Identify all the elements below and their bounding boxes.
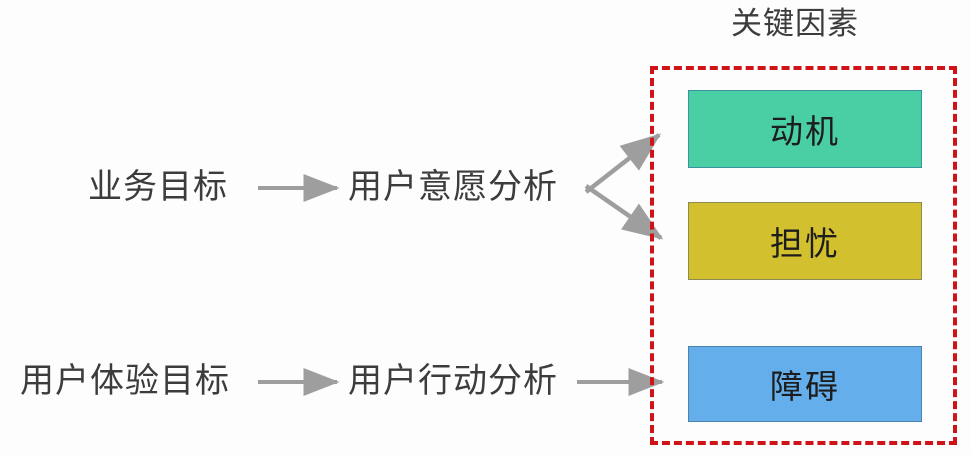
node-business-goal: 业务目标 bbox=[88, 168, 228, 206]
dashed-group-frame bbox=[650, 66, 957, 445]
factor-label-motivation: 动机 bbox=[770, 113, 840, 150]
factor-label-obstacle: 障碍 bbox=[770, 368, 840, 405]
factor-box-motivation: 动机 bbox=[688, 90, 922, 168]
factor-label-concern: 担忧 bbox=[770, 225, 840, 262]
node-action-analysis: 用户行动分析 bbox=[348, 362, 558, 400]
arrow-intent-analysis-to-motivation bbox=[584, 133, 662, 194]
node-intent-analysis: 用户意愿分析 bbox=[348, 168, 558, 206]
node-ux-goal: 用户体验目标 bbox=[20, 362, 230, 400]
factor-box-concern: 担忧 bbox=[688, 202, 922, 280]
group-title-key-factors: 关键因素 bbox=[731, 6, 859, 41]
factor-box-obstacle: 障碍 bbox=[688, 346, 922, 422]
